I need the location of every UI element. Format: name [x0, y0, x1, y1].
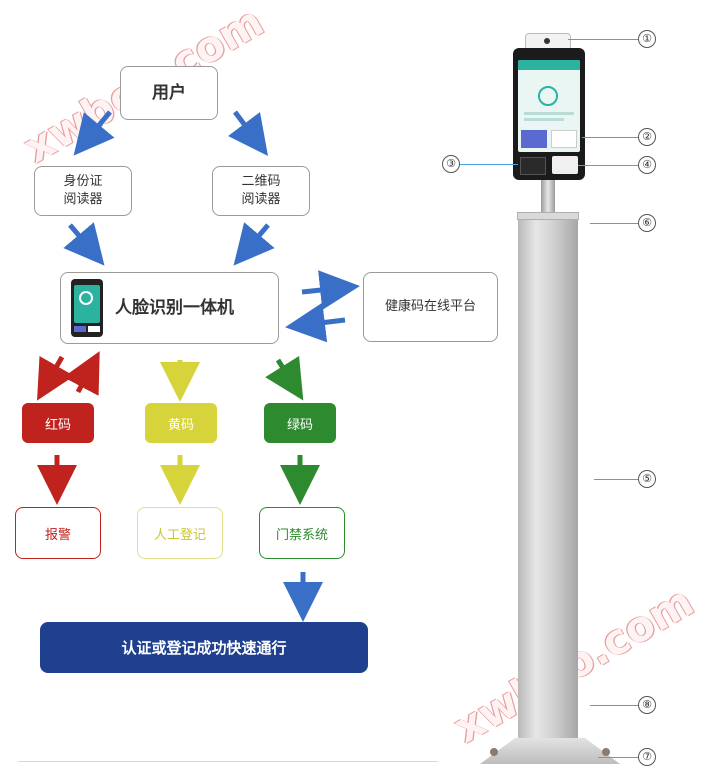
callout-line-2 [582, 137, 638, 138]
callout-8: ⑧ [638, 696, 656, 714]
callout-5: ⑤ [638, 470, 656, 488]
id-reader-line-1: 身份证 [63, 174, 103, 189]
callout-line-1 [568, 39, 638, 40]
callout-line-3 [460, 164, 518, 165]
manual-register-box: 人工登记 [137, 507, 223, 559]
qr-reader-line-1: 二维码 [241, 174, 281, 189]
mount-neck [541, 180, 555, 214]
qr-reader-box: 二维码 阅读器 [212, 166, 310, 216]
callout-2: ② [638, 128, 656, 146]
arrow-device-to-platform [301, 270, 360, 311]
arrow-platform-to-device [285, 302, 346, 343]
pole-body [518, 220, 578, 745]
arrow-device-to-red [37, 355, 75, 401]
device-box: 人脸识别一体机 [60, 272, 279, 344]
callout-line-7 [598, 757, 638, 758]
bottom-divider [18, 761, 438, 762]
qr-reader-line-2: 阅读器 [241, 192, 281, 207]
callout-4: ④ [638, 156, 656, 174]
card-reader-area [520, 157, 546, 175]
arrow-user-to-qr [228, 110, 268, 156]
arrow-red-to-device [63, 351, 100, 396]
id-reader-box: 身份证 阅读器 [34, 166, 132, 216]
alarm-box: 报警 [15, 507, 101, 559]
final-pass-bar: 认证或登记成功快速通行 [40, 622, 368, 673]
arrow-device-to-green [265, 355, 304, 401]
gate-system-box: 门禁系统 [259, 507, 345, 559]
red-code-box: 红码 [22, 403, 94, 443]
callout-line-8 [590, 705, 638, 706]
callout-line-5 [594, 479, 638, 480]
device-label: 人脸识别一体机 [115, 298, 234, 318]
id-reader-line-2: 阅读器 [63, 192, 103, 207]
callout-line-6 [590, 223, 638, 224]
green-code-box: 绿码 [264, 403, 336, 443]
callout-3: ③ [442, 155, 460, 173]
arrow-id-to-device [63, 222, 105, 266]
user-box: 用户 [120, 66, 218, 120]
callout-7: ⑦ [638, 748, 656, 766]
arrow-qr-to-device [233, 222, 275, 266]
yellow-code-box: 黄码 [145, 403, 217, 443]
sensor-dot-icon [544, 38, 550, 44]
callout-line-4 [578, 165, 638, 166]
arrow-user-to-id [73, 110, 115, 156]
base-bolt-right [602, 748, 610, 756]
device-thumbnail-icon [71, 279, 103, 337]
base-bolt-left [490, 748, 498, 756]
callout-1: ① [638, 30, 656, 48]
tablet-screen [518, 60, 580, 152]
pole-top-cap [517, 212, 579, 220]
qr-scanner-window [552, 156, 578, 174]
platform-box: 健康码在线平台 [363, 272, 498, 342]
callout-6: ⑥ [638, 214, 656, 232]
